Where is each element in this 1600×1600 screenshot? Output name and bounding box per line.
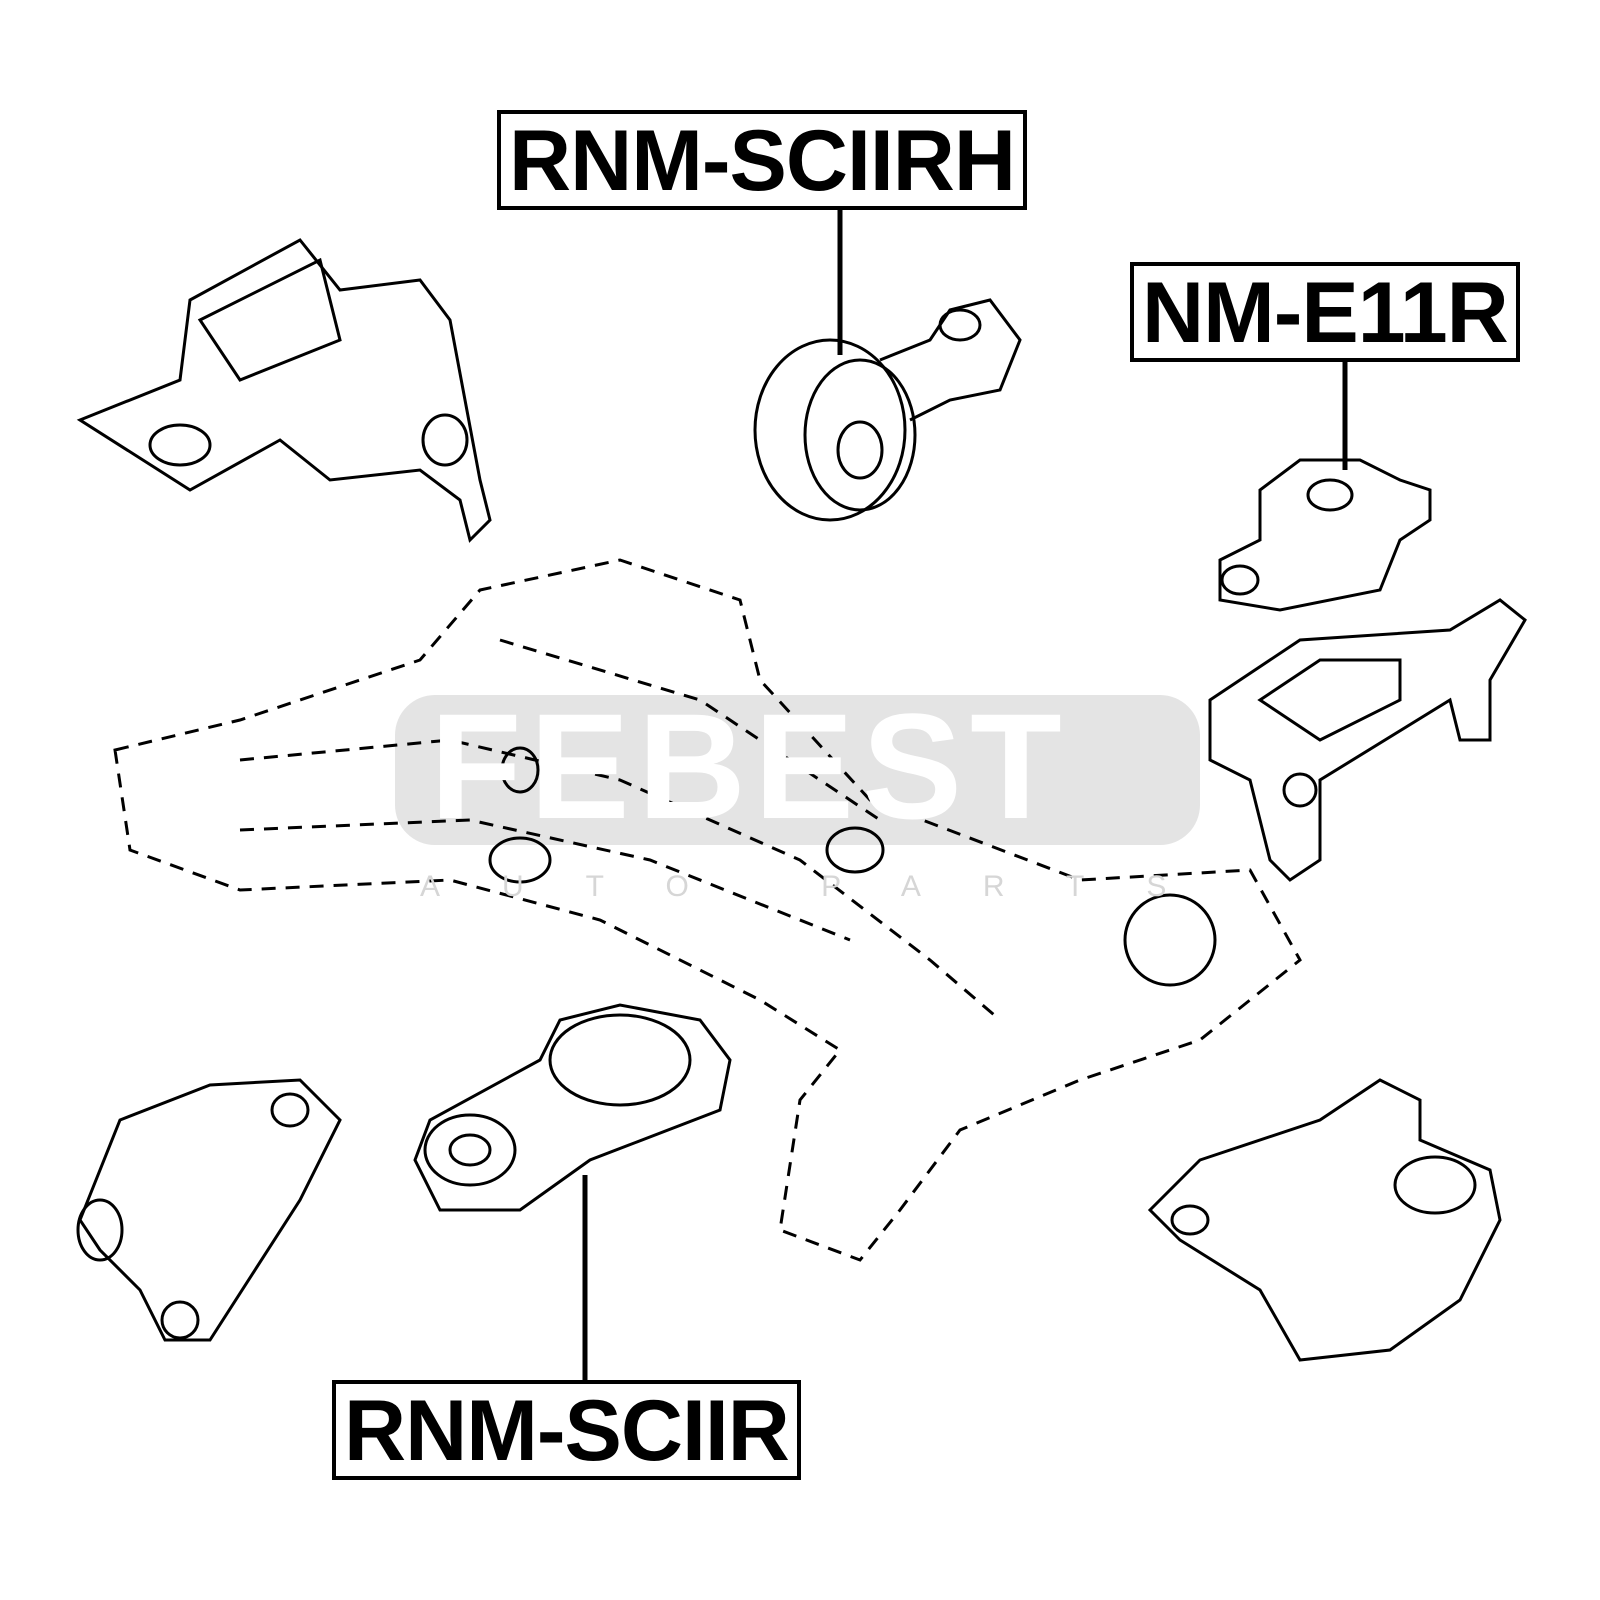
part-nm-e11r <box>1218 458 1432 612</box>
engine-mount-top-left <box>76 238 492 543</box>
bracket-right-middle <box>1208 598 1527 882</box>
subframe-dashed <box>113 558 1302 1262</box>
engine-mount-bottom-right <box>1147 1078 1502 1362</box>
part-rnm-sciirh <box>753 298 1022 522</box>
part-label-rnm-sciir: RNM-SCIIR <box>332 1380 801 1480</box>
part-label-rnm-sciirh: RNM-SCIIRH <box>497 110 1027 210</box>
watermark-brand: FEBEST <box>430 682 1070 850</box>
watermark-background <box>395 695 1200 845</box>
watermark-tagline: AUTO PARTS <box>420 870 1229 903</box>
part-label-nm-e11r: NM-E11R <box>1130 262 1520 362</box>
part-rnm-sciir <box>413 1003 732 1212</box>
engine-mount-bottom-left <box>76 1078 342 1342</box>
subframe-mount-holes <box>488 746 1217 987</box>
